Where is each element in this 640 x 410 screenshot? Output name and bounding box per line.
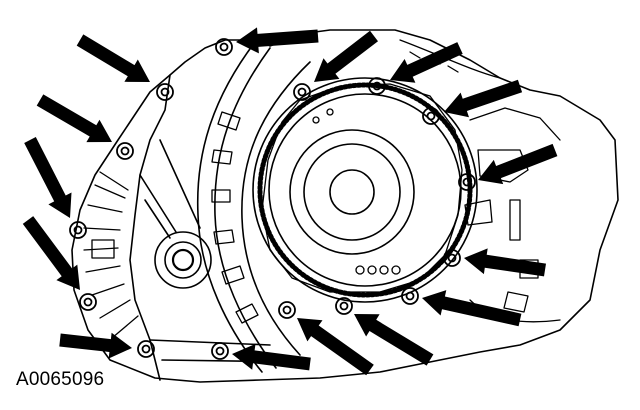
pointer-arrow-2-icon [236,27,319,54]
pointer-arrow-4-icon [390,42,463,83]
ring-gear-outer [252,77,478,303]
bolt-12-icon [335,297,353,315]
pointer-arrow-9-icon [464,248,546,277]
bolt-8-icon [69,221,87,239]
rib-slots [211,111,259,324]
bolt-5-icon [422,107,440,125]
pointer-arrow-1-icon [76,34,150,82]
bolt-3-icon [293,83,311,101]
bolt-1-icon [215,38,233,56]
converter-hub-inner [164,241,202,279]
curved-rib-outer [241,61,311,356]
hub-outer [289,129,415,255]
pointer-arrow-5-icon [444,79,523,118]
hub-mid [303,143,401,241]
bolt-11-icon [401,287,419,305]
pointer-arrow-3-icon [314,30,378,82]
curved-rib [196,41,263,373]
pointer-arrow-6-icon [36,94,113,143]
pointer-arrow-10-icon [22,216,80,290]
housing-inner-edge [129,74,171,381]
bolt-6-icon [116,142,134,160]
pointer-arrow-11-icon [422,290,522,327]
hub-bore [329,169,375,215]
plate-contour [261,83,463,293]
curved-rib-inner [214,47,277,369]
plate-holes [312,108,401,275]
pointer-arrow-8-icon [24,137,72,218]
bolt-9-icon [443,249,461,267]
bolt-13-icon [278,301,296,319]
pointer-arrow-14-icon [59,332,132,359]
bolt-15-icon [211,342,229,360]
pointer-arrow-12-icon [354,314,434,366]
pointer-arrow-13-icon [297,318,374,376]
pointer-arrow-15-icon [232,343,311,371]
bolt-4-icon [368,77,386,95]
bolt-14-icon [137,340,155,358]
bolt-7-icon [458,173,476,191]
pointer-arrows [22,27,558,376]
ring-gear-inner [268,93,462,287]
case-outline [71,29,619,383]
left-web-arm [139,139,201,239]
case-bolts [69,38,476,360]
figure-id-label: A0065096 [16,369,105,390]
bolt-10-icon [79,293,97,311]
bolt-2-icon [156,83,174,101]
pointer-arrow-7-icon [478,143,558,185]
left-fins [83,171,139,339]
converter-hub-outer [154,231,212,289]
converter-hub-bore [171,248,195,272]
